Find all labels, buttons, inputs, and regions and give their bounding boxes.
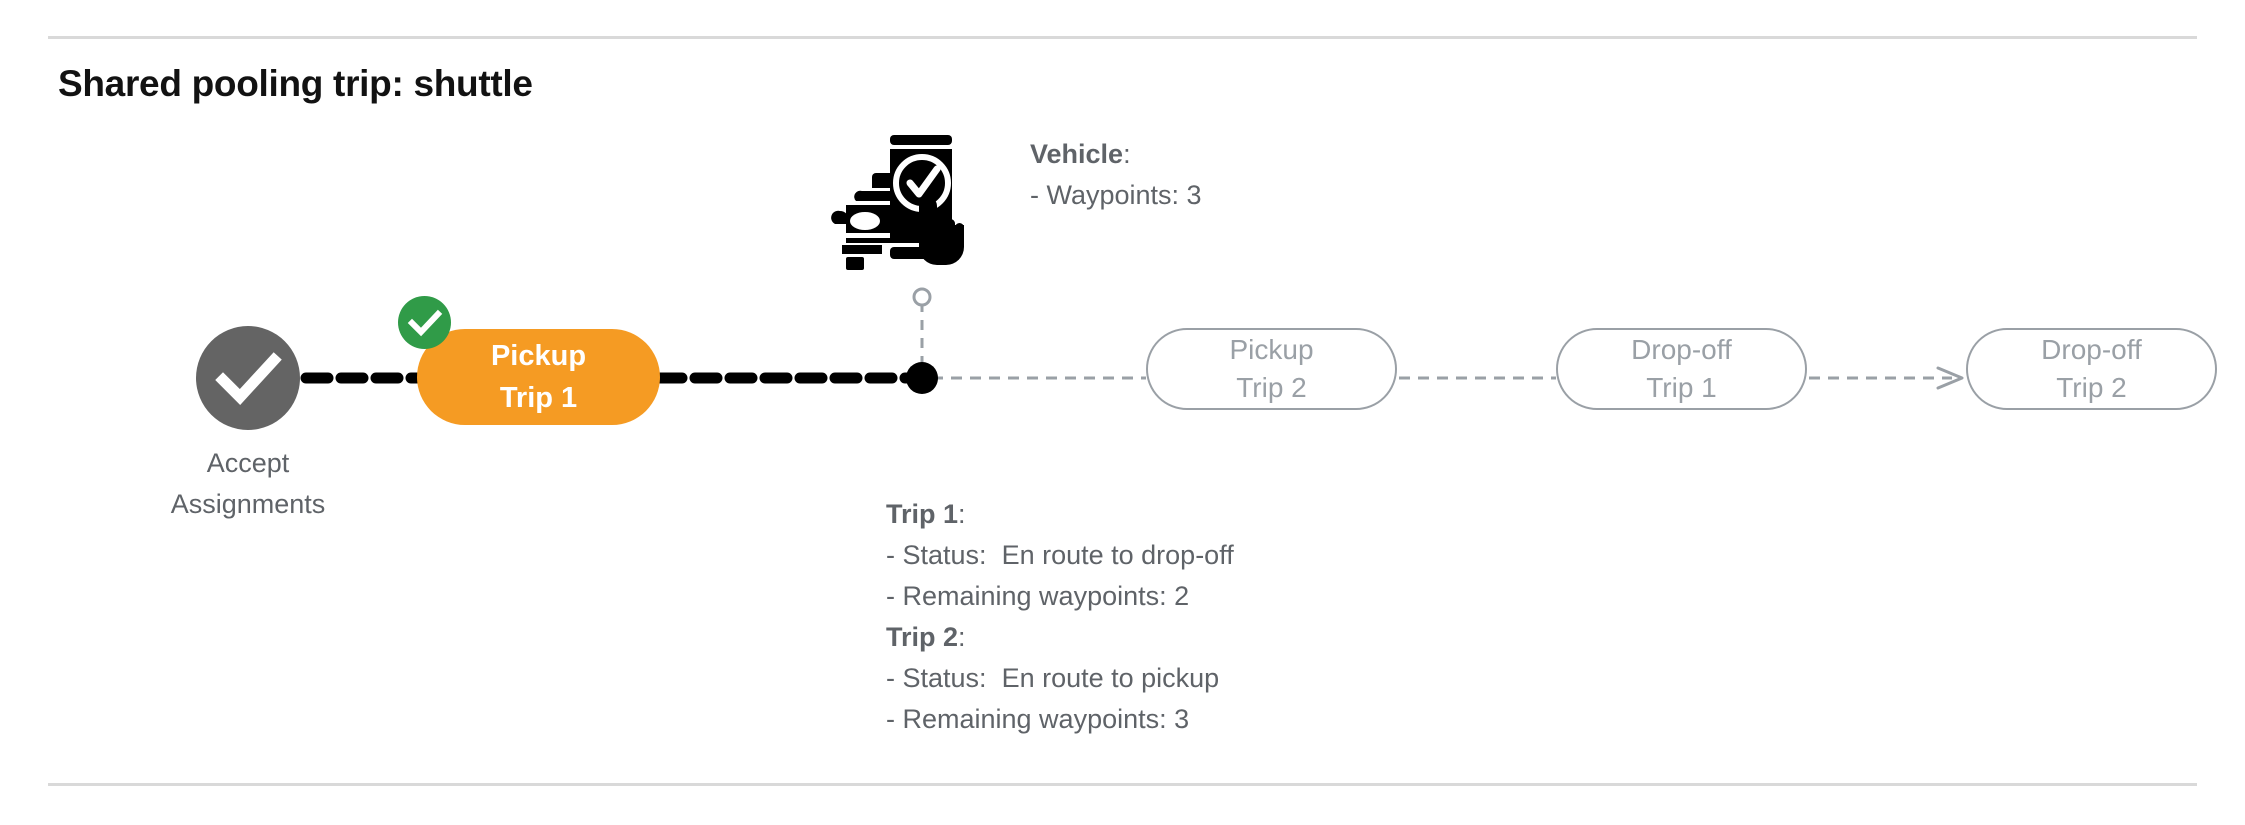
vehicle-leader-endpoint-icon — [912, 287, 932, 307]
trip1-status-row: - Status: En route to drop-off — [886, 535, 1234, 576]
trip1-status-value: En route to drop-off — [1001, 540, 1234, 570]
node-dropoff-trip-1-line2: Trip 1 — [1646, 372, 1717, 403]
trips-callout: Trip 1: - Status: En route to drop-off -… — [886, 494, 1234, 740]
vehicle-callout-heading: Vehicle: — [1030, 134, 1202, 175]
check-badge-icon — [398, 296, 451, 349]
trip1-waypoints-row: - Remaining waypoints: 2 — [886, 581, 1190, 611]
node-dropoff-trip-2-line1: Drop-off — [2041, 334, 2142, 365]
trip2-status-row: - Status: En route to pickup — [886, 658, 1234, 699]
trip1-heading-text: Trip 1 — [886, 499, 959, 529]
check-badge-glyph-icon — [407, 309, 443, 337]
trip2-status-value: En route to pickup — [1001, 663, 1220, 693]
trip2-heading-text: Trip 2 — [886, 622, 959, 652]
accept-label-line2: Assignments — [170, 489, 326, 519]
trip2-heading-colon: : — [958, 622, 966, 652]
node-pickup-trip-2-line1: Pickup — [1229, 334, 1314, 365]
vehicle-callout-heading-text: Vehicle — [1030, 139, 1124, 169]
node-dropoff-trip-2-line2: Trip 2 — [2056, 372, 2127, 403]
node-dropoff-trip-2[interactable]: Drop-off Trip 2 — [1966, 328, 2217, 410]
node-pickup-trip-2-line2: Trip 2 — [1236, 372, 1307, 403]
node-pickup-trip-1[interactable]: Pickup Trip 1 — [417, 329, 660, 425]
check-circle-icon — [215, 352, 282, 405]
node-accept-assignments[interactable] — [196, 326, 300, 430]
trip2-waypoints-row: - Remaining waypoints: 3 — [886, 704, 1190, 734]
path-arrowhead-icon — [1936, 366, 1964, 390]
accept-label-line1: Accept — [206, 448, 290, 478]
vehicle-callout: Vehicle: - Waypoints: 3 — [1030, 134, 1202, 216]
vehicle-app-check-icon — [818, 125, 970, 275]
divider-bottom — [48, 783, 2197, 786]
trip1-status-label: - Status: — [886, 540, 987, 570]
node-pickup-trip-1-line2: Trip 1 — [499, 382, 578, 414]
trip2-heading: Trip 2: — [886, 617, 1234, 658]
trip1-heading: Trip 1: — [886, 494, 1234, 535]
node-dropoff-trip-1-line1: Drop-off — [1631, 334, 1732, 365]
trip2-status-label: - Status: — [886, 663, 987, 693]
page-title: Shared pooling trip: shuttle — [58, 63, 533, 104]
node-pickup-trip-2[interactable]: Pickup Trip 2 — [1146, 328, 1397, 410]
vehicle-callout-waypoints: - Waypoints: 3 — [1030, 180, 1202, 210]
vehicle-position-dot-icon — [906, 362, 938, 394]
divider-top — [48, 36, 2197, 39]
node-pickup-trip-1-line1: Pickup — [490, 340, 587, 372]
trip1-heading-colon: : — [958, 499, 966, 529]
vehicle-app-check-glyph-icon — [831, 135, 964, 270]
vehicle-callout-heading-colon: : — [1123, 139, 1131, 169]
node-accept-assignments-label: Accept Assignments — [128, 443, 368, 525]
node-dropoff-trip-1[interactable]: Drop-off Trip 1 — [1556, 328, 1807, 410]
